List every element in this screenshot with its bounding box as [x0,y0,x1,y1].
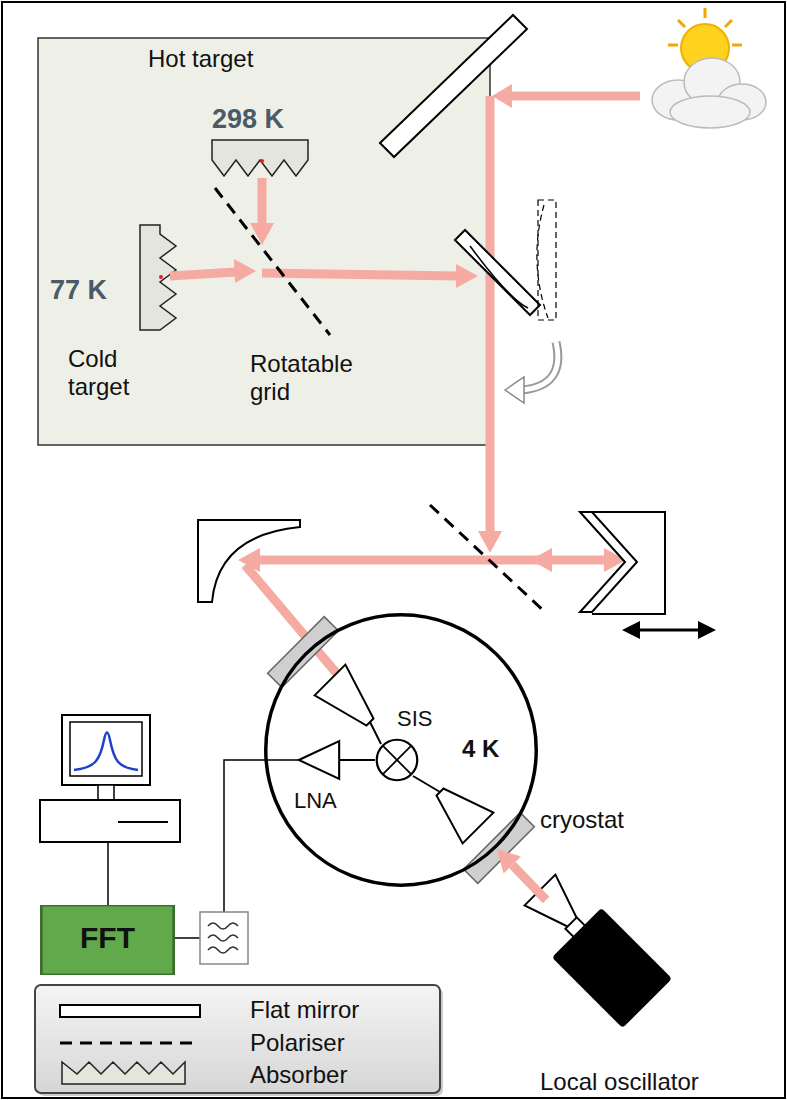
lna-amplifier: LNA [298,740,340,780]
cryostat: 4 KcryostatSISLNA [263,612,539,888]
node-text: 77 K [50,275,140,306]
fft-box: FFT [40,905,175,975]
legend-text: Flat mirror [250,996,430,1024]
arrow-head [497,849,521,873]
node-text: Cold target [68,345,160,400]
circle-outline [375,738,419,782]
node-text: LNA [294,788,354,813]
signal-wire [340,759,375,761]
cold-target: 77 K Cold target [45,225,175,405]
node-text: Hot target [148,45,318,73]
lo-beam [512,865,546,900]
node-text: SIS [397,706,447,731]
part-label: Rotatable grid [250,350,382,405]
legend-text: Absorber [250,1061,430,1089]
node-text: Local oscillator [540,1068,740,1096]
local-oscillator: Local oscillator [540,900,740,1094]
node-text: 4 K [462,735,512,763]
node-text: FFT [40,921,175,956]
triangle-outline [298,740,340,780]
hot-target: Hot target 298 K [140,40,320,182]
legend-text: Polariser [250,1029,430,1057]
sis-mixer: SIS [375,738,419,782]
node-text: cryostat [540,806,640,834]
node-text: 298 K [212,104,322,135]
